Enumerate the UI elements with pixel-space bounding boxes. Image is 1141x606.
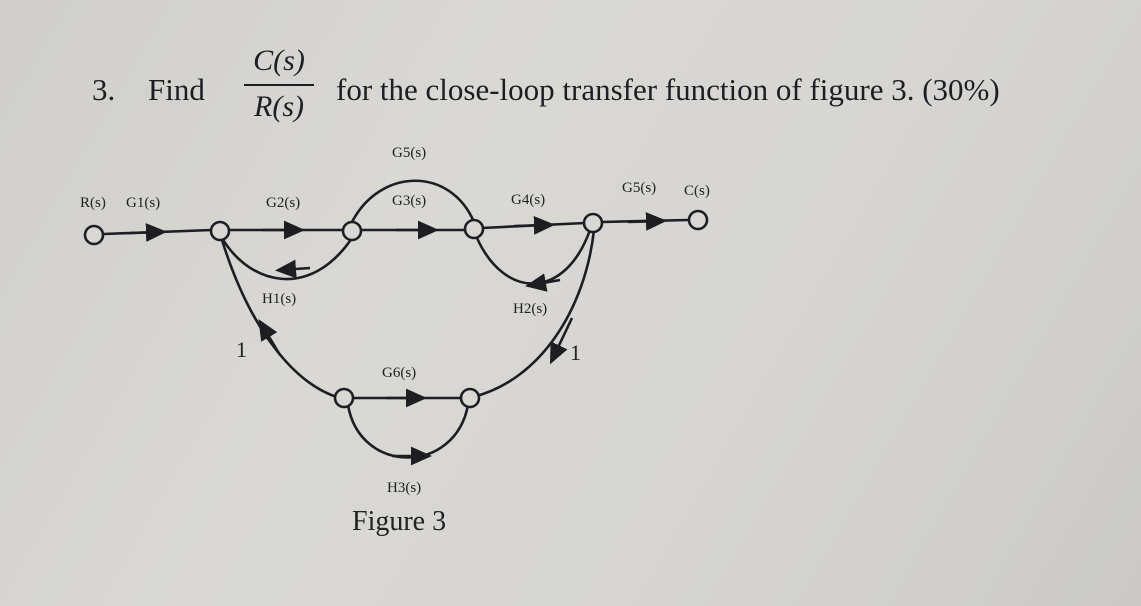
node-3 xyxy=(463,218,485,240)
fraction-denominator: R(s) xyxy=(254,90,304,123)
arrow-H1 xyxy=(274,259,311,279)
transfer-fraction: C(s) R(s) xyxy=(240,44,318,124)
problem-number: 3. xyxy=(92,72,116,107)
arrow-1-right xyxy=(549,317,574,365)
node-4 xyxy=(582,212,604,234)
branch-H1 xyxy=(220,237,354,281)
node-R xyxy=(83,224,105,246)
node-5 xyxy=(333,387,355,409)
problem-text: for the close-loop transfer function of … xyxy=(336,72,1000,107)
label-one-right: 1 xyxy=(570,340,581,365)
node-1 xyxy=(209,220,231,242)
node-2 xyxy=(341,220,363,242)
fraction-bar xyxy=(244,84,314,86)
label-G5-top: G5(s) xyxy=(392,145,426,161)
arrow-G1 xyxy=(129,223,168,242)
arrow-1-left xyxy=(258,318,282,356)
label-G5-right: G5(s) xyxy=(622,180,656,196)
label-G3: G3(s) xyxy=(392,193,426,209)
node-C xyxy=(687,209,709,231)
arrow-G4 xyxy=(513,216,556,235)
label-G1: G1(s) xyxy=(126,195,160,211)
label-H1: H1(s) xyxy=(262,291,296,307)
figure-caption: Figure 3 xyxy=(352,506,446,537)
label-H2: H2(s) xyxy=(513,301,547,317)
label-C: C(s) xyxy=(684,183,710,199)
branch-H3 xyxy=(346,404,470,459)
arrow-G5-out xyxy=(627,212,668,231)
branch-H2 xyxy=(475,229,592,285)
label-R: R(s) xyxy=(80,195,106,211)
branch-G5-arc xyxy=(350,179,476,223)
arrow-H2 xyxy=(525,273,561,292)
fraction-numerator: C(s) xyxy=(253,44,305,77)
problem-find: Find xyxy=(148,72,205,107)
label-one-left: 1 xyxy=(236,337,247,362)
branch-1-left xyxy=(220,239,341,400)
label-G6: G6(s) xyxy=(382,365,416,381)
node-6 xyxy=(459,387,481,409)
label-G4: G4(s) xyxy=(511,192,545,208)
branch-1-right xyxy=(472,229,596,399)
label-G2: G2(s) xyxy=(266,195,300,211)
label-H3: H3(s) xyxy=(387,480,421,496)
